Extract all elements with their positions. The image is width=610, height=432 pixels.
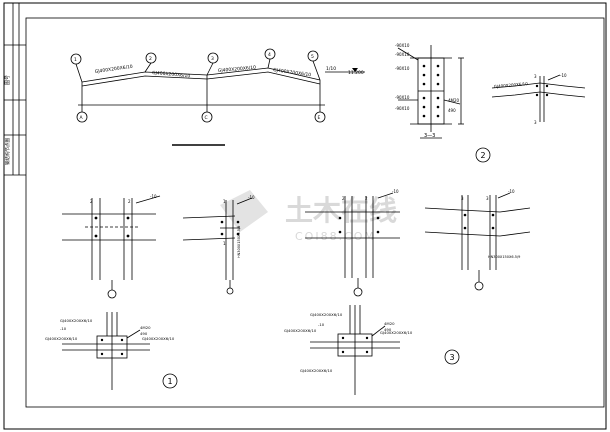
svg-text:-90X10: -90X10 (395, 95, 410, 100)
svg-text:3: 3 (450, 353, 455, 362)
svg-text:3: 3 (211, 56, 214, 62)
axis-bubble-a (76, 111, 88, 123)
detail-2-top-text: GJ400X200X6/10 -10 3 3 (494, 73, 567, 125)
watermark-en: COI88.COM (295, 230, 376, 243)
svg-text:3: 3 (534, 74, 537, 79)
svg-text:3: 3 (534, 120, 537, 125)
watermark-logo (220, 190, 268, 232)
svg-text:1: 1 (74, 57, 77, 63)
svg-text:2: 2 (128, 199, 131, 204)
middle-detail-4-text: -10 3 3 HN300X150X6.5/9 (461, 189, 520, 259)
svg-text:GJ400X200X6/10: GJ400X200X6/10 (60, 318, 93, 323)
svg-text:GJ400X200X6/10: GJ400X200X6/10 (94, 64, 133, 75)
svg-text:GJ400X200X6/10: GJ400X200X6/10 (142, 336, 175, 341)
svg-text:3: 3 (486, 196, 489, 201)
svg-text:2: 2 (481, 151, 486, 160)
svg-text:1/10: 1/10 (326, 66, 336, 72)
detail-marker-2: 2 (475, 147, 491, 163)
watermark-cn: 土木在线 (285, 194, 397, 227)
middle-detail-1 (62, 195, 161, 299)
watermark: 土木在线 COI88.COM (220, 190, 397, 243)
plan-detail-3 (310, 305, 400, 395)
svg-text:-90X10: -90X10 (395, 43, 410, 48)
svg-text:GJ400X200X6/10: GJ400X200X6/10 (152, 70, 191, 79)
detail-2-top (491, 74, 586, 122)
svg-text:GJ400X200X6/10: GJ400X200X6/10 (494, 81, 529, 89)
svg-text:-10: -10 (150, 194, 157, 199)
svg-text:490: 490 (140, 331, 148, 336)
plan-detail-1-text: GJ400X200X6/10 GJ400X200X6/10 GJ400X200X… (45, 318, 175, 341)
svg-text:-10: -10 (318, 322, 325, 327)
elevation-text: 1 2 3 4 5 A C E GJ400X200X6/10 GJ400X200… (74, 52, 364, 121)
plan-detail-3-text: GJ400X200X6/10 GJ400X200X6/10 GJ400X200X… (284, 312, 413, 373)
svg-text:-10: -10 (508, 189, 515, 194)
svg-text:4M20: 4M20 (448, 98, 460, 103)
svg-text:5: 5 (311, 54, 314, 60)
sheet-border (3, 2, 607, 430)
middle-detail-3 (305, 192, 400, 297)
title-block: 图号 钢结构节点图 (4, 3, 26, 176)
svg-text:GJ400X200X6/10: GJ400X200X6/10 (273, 67, 312, 78)
elevation-frame (70, 48, 365, 146)
detail-marker-3: 3 (444, 349, 460, 365)
svg-text:-10: -10 (560, 73, 567, 78)
svg-text:GJ400X200X6/10: GJ400X200X6/10 (218, 65, 257, 74)
section-3-3-text: -90X10 -90X10 -90X10 -90X10 -90X10 4M20 … (395, 43, 460, 139)
svg-text:HN300X150X6.5/9: HN300X150X6.5/9 (237, 226, 241, 258)
svg-text:2: 2 (149, 56, 152, 62)
middle-detail-3-text: -10 2 2 (342, 189, 399, 201)
svg-text:4: 4 (268, 52, 271, 58)
axis-bubble-e (314, 111, 326, 123)
middle-detail-1-text: -10 2 2 (90, 194, 157, 204)
svg-text:-90X10: -90X10 (395, 66, 410, 71)
plan-detail-1 (62, 312, 150, 390)
svg-text:1: 1 (223, 199, 226, 204)
svg-text:490: 490 (384, 327, 392, 332)
svg-text:-90X10: -90X10 (395, 52, 410, 57)
svg-text:GJ400X200X6/10: GJ400X200X6/10 (310, 312, 343, 317)
svg-text:2: 2 (365, 196, 368, 201)
svg-text:HN300X150X6.5/9: HN300X150X6.5/9 (488, 255, 520, 259)
svg-text:4M20: 4M20 (140, 325, 151, 330)
title-label-2: 钢结构节点图 (4, 138, 11, 165)
svg-text:-10: -10 (248, 195, 255, 200)
svg-text:A: A (80, 115, 84, 121)
svg-text:GJ400X200X6/10: GJ400X200X6/10 (45, 336, 78, 341)
svg-text:C: C (205, 115, 208, 121)
svg-text:GJ400X200X6/10: GJ400X200X6/10 (300, 368, 333, 373)
svg-text:-90X10: -90X10 (395, 106, 410, 111)
detail-marker-1: 1 (162, 373, 178, 389)
middle-detail-4 (424, 192, 531, 291)
axis-bubble-c (201, 111, 213, 123)
svg-text:1: 1 (223, 241, 226, 246)
svg-text:4M20: 4M20 (384, 321, 395, 326)
svg-text:2: 2 (342, 196, 345, 201)
svg-text:490: 490 (448, 108, 456, 113)
svg-text:11.200: 11.200 (348, 70, 364, 76)
svg-text:3: 3 (461, 196, 464, 201)
svg-text:1: 1 (168, 377, 173, 386)
middle-detail-2-text: -10 1 1 HN300X150X6.5/9 (223, 195, 255, 258)
svg-text:E: E (318, 115, 321, 121)
svg-text:-10: -10 (60, 326, 67, 331)
middle-detail-2 (182, 197, 253, 295)
section-3-3-title: 3—3 (424, 133, 435, 139)
svg-text:GJ400X200X6/10: GJ400X200X6/10 (380, 330, 413, 335)
title-label-1: 图号 (5, 75, 11, 85)
svg-text:2: 2 (90, 199, 93, 204)
inner-frame (25, 17, 605, 408)
svg-text:-10: -10 (392, 189, 399, 194)
svg-text:GJ400X200X6/10: GJ400X200X6/10 (284, 328, 317, 333)
section-3-3 (397, 45, 464, 139)
